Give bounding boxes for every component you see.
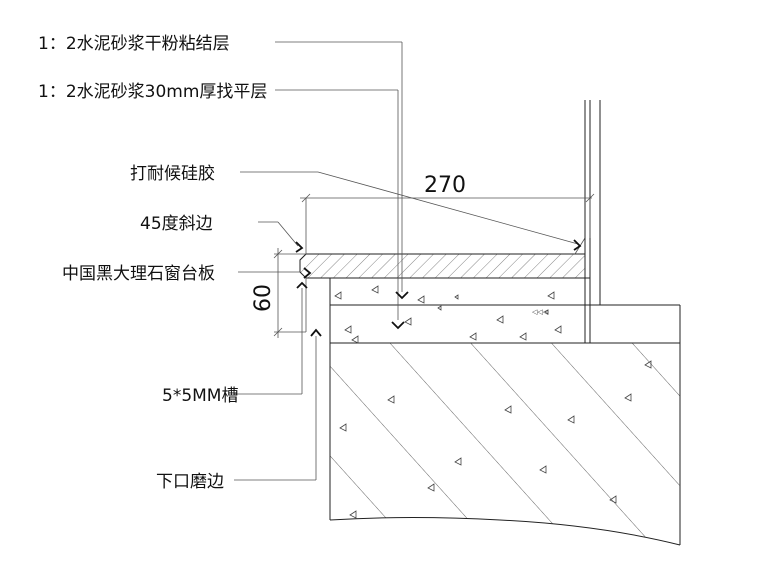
window-frame [584,100,601,343]
dimension-60 [273,248,307,338]
label-bond-layer: 1：2水泥砂浆干粉粘结层 [38,34,230,54]
label-bottom-edge: 下口磨边 [156,472,224,492]
aggregate-marks [339,360,652,519]
leader-marks [295,239,582,337]
label-sealant: 打耐候硅胶 [130,164,215,184]
label-leveling-layer: 1：2水泥砂浆30mm厚找平层 [38,82,267,102]
leaders [234,41,579,481]
label-groove: 5*5MM槽 [162,386,238,406]
marble-sill [299,237,586,279]
concrete-wall [329,304,681,546]
dimension-270 [300,193,595,254]
label-bevel: 45度斜边 [140,214,213,234]
label-sill: 中国黑大理石窗台板 [62,264,215,284]
dim-text-60: 60 [251,284,276,312]
dim-text-270: 270 [424,173,466,198]
svg-text:◁◁◁: ◁◁◁ [532,308,549,316]
mortar-layers: ◁◁◁ [329,277,590,344]
